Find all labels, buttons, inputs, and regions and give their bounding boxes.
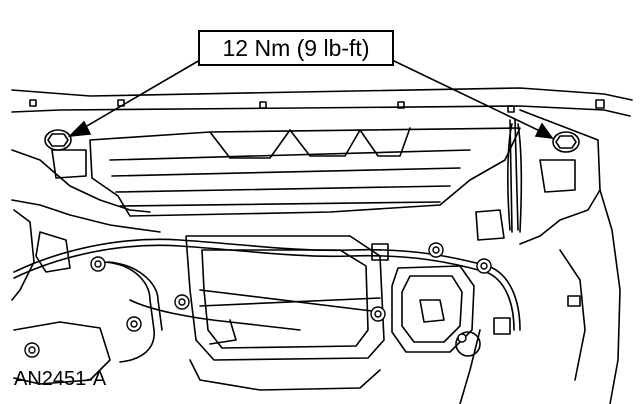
regulator-frame: [185, 235, 385, 361]
cable: [13, 238, 521, 331]
right-body: [519, 109, 601, 245]
arrow-icon: [391, 59, 543, 133]
figure-id: AN2451-A: [14, 368, 107, 390]
nut-icon: [174, 294, 190, 310]
torque-label: 12 Nm (9 lb-ft): [222, 34, 370, 61]
nut-icon: [126, 316, 142, 332]
upper-edge-inner: [11, 105, 631, 117]
nut-icon: [476, 258, 492, 274]
reinforcement-beam: [89, 127, 521, 217]
regulator-motor: [391, 265, 475, 353]
bolt-icon: [552, 131, 580, 153]
bolt-icon: [44, 129, 72, 151]
nut-icon: [457, 333, 467, 343]
nut-icon: [428, 242, 444, 258]
nut-icon: [24, 342, 40, 358]
nut-icon: [90, 256, 106, 272]
torque-callout: 12 Nm (9 lb-ft): [198, 30, 394, 66]
arrow-icon: [79, 59, 201, 131]
nut-icon: [370, 306, 386, 322]
left-body: [11, 149, 151, 213]
upper-edge: [11, 87, 633, 101]
